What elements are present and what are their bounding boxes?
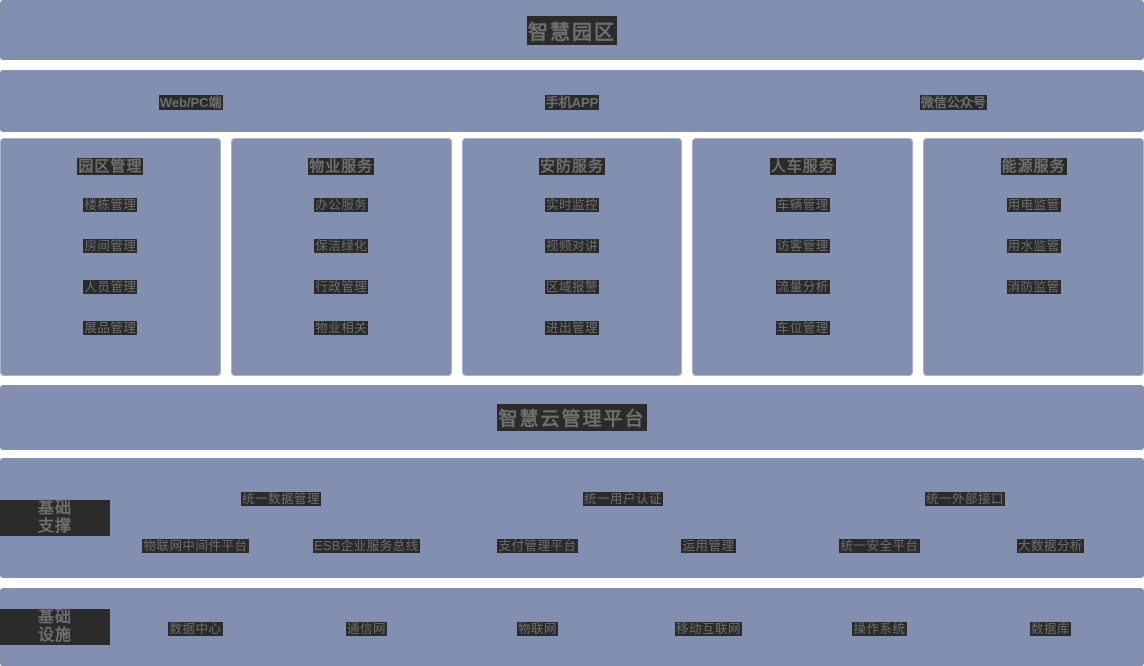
infrastructure-band-label-line1: 基础 (0, 608, 110, 627)
support-band-label-line2: 支撑 (0, 518, 110, 537)
infrastructure-item[interactable]: 物联网 (516, 621, 558, 636)
access-channel-mobile-app[interactable]: 手机APP (381, 92, 762, 111)
access-channel-wechat[interactable]: 微信公众号 (763, 92, 1144, 111)
service-card-park-management[interactable]: 园区管理 楼栋管理 房间管理 人员管理 展品管理 (0, 138, 221, 376)
service-card-title: 物业服务 (308, 158, 375, 175)
support-band: 基础 支撑 统一数据管理 统一用户认证 统一外部接口 物联网中间件平台 ESB企… (0, 458, 1144, 578)
service-card-title: 园区管理 (77, 158, 144, 175)
support-band-body: 统一数据管理 统一用户认证 统一外部接口 物联网中间件平台 ESB企业服务总线 … (110, 458, 1144, 578)
service-item[interactable]: 行政管理 (314, 280, 369, 294)
infrastructure-band-label-line2: 设施 (0, 627, 110, 646)
service-layer: 园区管理 楼栋管理 房间管理 人员管理 展品管理 物业服务 办公服务 保洁绿化 … (0, 138, 1144, 376)
support-item[interactable]: 统一外部接口 (924, 492, 1005, 506)
infrastructure-item[interactable]: 数据库 (1029, 621, 1071, 636)
infrastructure-item[interactable]: 操作系统 (852, 621, 907, 636)
service-card-people-vehicle-service[interactable]: 人车服务 车辆管理 访客管理 流量分析 车位管理 (692, 138, 914, 376)
support-band-label: 基础 支撑 (0, 499, 110, 537)
infrastructure-item[interactable]: 通信网 (345, 621, 387, 636)
access-channel-wechat-label: 微信公众号 (919, 94, 987, 110)
support-item[interactable]: 支付管理平台 (497, 539, 578, 553)
service-item[interactable]: 进出管理 (544, 321, 599, 335)
service-card-title: 安防服务 (538, 158, 605, 175)
service-item[interactable]: 车位管理 (775, 321, 830, 335)
support-row-top: 统一数据管理 统一用户认证 统一外部接口 (110, 488, 1136, 507)
service-item[interactable]: 视频对讲 (544, 239, 599, 253)
service-item[interactable]: 区域报警 (544, 280, 599, 294)
infrastructure-item[interactable]: 移动互联网 (674, 621, 742, 636)
service-card-energy-service[interactable]: 能源服务 用电监管 用水监管 消防监管 (923, 138, 1144, 376)
service-item[interactable]: 用电监管 (1006, 198, 1061, 212)
service-item[interactable]: 展品管理 (83, 321, 138, 335)
service-card-property-service[interactable]: 物业服务 办公服务 保洁绿化 行政管理 物业相关 (230, 138, 452, 376)
access-channel-web[interactable]: Web/PC端 (0, 92, 381, 111)
service-item[interactable]: 访客管理 (775, 239, 830, 253)
support-row-bottom: 物联网中间件平台 ESB企业服务总线 支付管理平台 运用管理 统一安全平台 大数… (110, 535, 1136, 554)
service-item[interactable]: 实时监控 (544, 198, 599, 212)
infrastructure-band-body: 数据中心 通信网 物联网 移动互联网 操作系统 数据库 (110, 618, 1144, 637)
service-item[interactable]: 楼栋管理 (83, 198, 138, 212)
title-band: 智慧园区 (0, 0, 1144, 60)
support-item[interactable]: 大数据分析 (1016, 539, 1084, 553)
service-item[interactable]: 房间管理 (83, 239, 138, 253)
service-card-title: 能源服务 (1000, 158, 1067, 175)
platform-title: 智慧云管理平台 (497, 404, 647, 431)
service-item[interactable]: 物业相关 (314, 321, 369, 335)
support-item[interactable]: 物联网中间件平台 (142, 539, 249, 553)
access-channel-mobile-app-label: 手机APP (544, 94, 600, 110)
platform-band: 智慧云管理平台 (0, 385, 1144, 450)
service-item[interactable]: 人员管理 (83, 280, 138, 294)
service-item[interactable]: 保洁绿化 (314, 239, 369, 253)
service-card-security-service[interactable]: 安防服务 实时监控 视频对讲 区域报警 进出管理 (461, 138, 683, 376)
infrastructure-band: 基础 设施 数据中心 通信网 物联网 移动互联网 操作系统 数据库 (0, 588, 1144, 666)
support-item[interactable]: ESB企业服务总线 (313, 539, 420, 553)
infrastructure-band-label: 基础 设施 (0, 608, 110, 646)
service-item[interactable]: 车辆管理 (775, 198, 830, 212)
service-item[interactable]: 消防监管 (1006, 280, 1061, 294)
access-channel-band: Web/PC端 手机APP 微信公众号 (0, 70, 1144, 132)
service-card-title: 人车服务 (769, 158, 836, 175)
service-item[interactable]: 用水监管 (1006, 239, 1061, 253)
service-item[interactable]: 流量分析 (775, 280, 830, 294)
access-channel-web-label: Web/PC端 (158, 94, 223, 110)
support-item[interactable]: 统一用户认证 (582, 492, 663, 506)
service-item[interactable]: 办公服务 (314, 198, 369, 212)
diagram-title: 智慧园区 (527, 15, 617, 45)
support-item[interactable]: 统一安全平台 (839, 539, 920, 553)
support-band-label-line1: 基础 (0, 499, 110, 518)
support-item[interactable]: 运用管理 (681, 539, 736, 553)
infrastructure-item[interactable]: 数据中心 (168, 621, 223, 636)
support-item[interactable]: 统一数据管理 (240, 492, 321, 506)
